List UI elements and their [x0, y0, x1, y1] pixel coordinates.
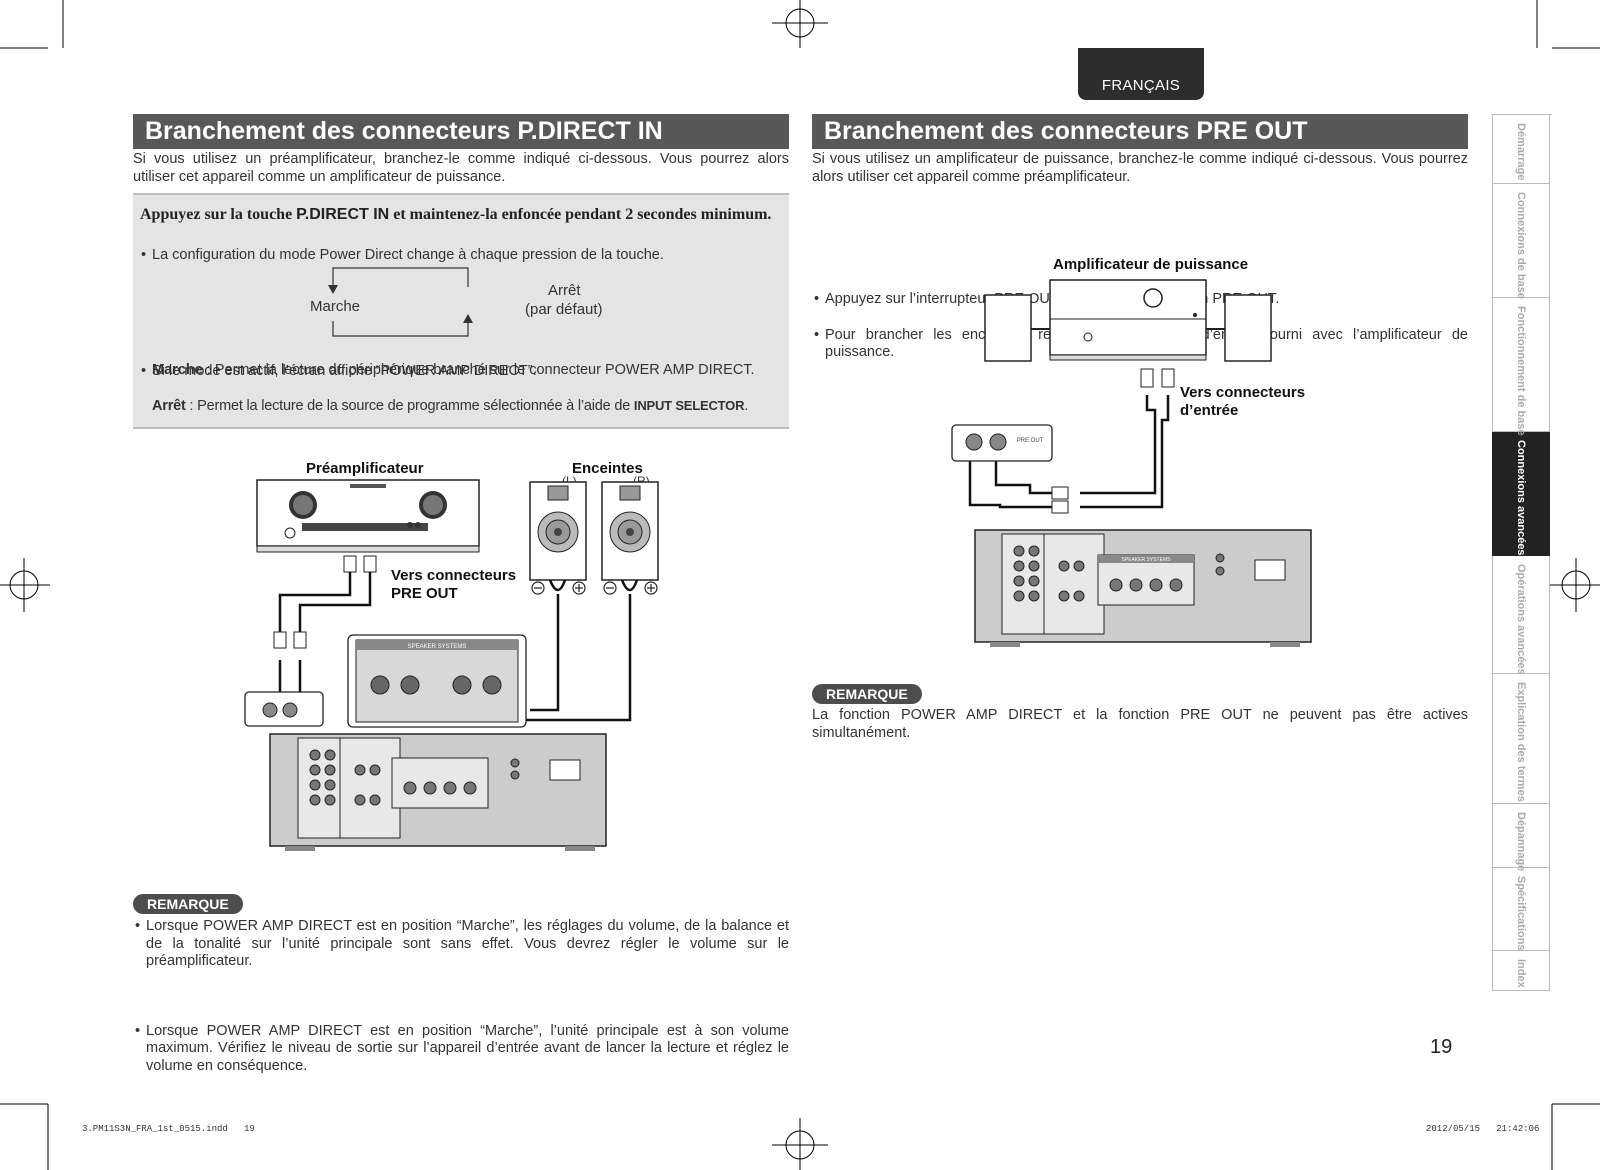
side-tab-connexions-de-base[interactable]: Connexions de base [1492, 184, 1550, 299]
off-key: INPUT SELECTOR [633, 398, 745, 413]
footer-timestamp: 2012/05/15 21:42:06 [1426, 1124, 1540, 1134]
pre-out-diagram: PRE OUT SPEAKER SYSTEMS [951, 279, 1312, 647]
left-note-2: Lorsque POWER AMP DIRECT est en position… [133, 1023, 789, 1076]
mode-cycle-diagram [328, 267, 473, 337]
side-tab-fonctionnement-de-base[interactable]: Fonctionnement de base [1492, 298, 1550, 436]
input-connectors-label-1: Vers connecteurs [1180, 384, 1306, 401]
off-description: Arrêt : Permet la lecture de la source d… [152, 397, 779, 416]
preamplifier-illustration [256, 479, 480, 553]
input-connectors-label-2: d’entrée [1180, 402, 1239, 419]
off-desc: : Permet la lecture de la source de prog… [185, 398, 634, 414]
page-number: 19 [1430, 1036, 1453, 1058]
footer-file-info: 3.PM11S3N_FRA_1st_0515.indd 19 [82, 1124, 255, 1134]
display-note: Si le mode est actif, l’écran affiche “P… [139, 363, 792, 381]
p-direct-in-diagram: SPEAKER SYSTEMS [244, 479, 659, 851]
cycle-on-label: Marche [310, 298, 361, 315]
pre-out-label-1: Vers connecteurs [391, 567, 517, 584]
instruction-part-1: Appuyez sur la touche [140, 206, 297, 223]
left-remarque: REMARQUE [133, 894, 243, 914]
left-note-1: Lorsque POWER AMP DIRECT est en position… [133, 918, 789, 971]
right-section-title: Branchement des connecteurs PRE OUT [812, 114, 1468, 149]
power-amp-label: Amplificateur de puissance [1053, 256, 1249, 273]
side-tab-operations-avancees[interactable]: Opérations avancées [1492, 556, 1550, 675]
right-remarque: REMARQUE [812, 684, 922, 704]
side-navigation: Démarrage Connexions de base Fonctionnem… [1492, 114, 1552, 991]
right-note: La fonction POWER AMP DIRECT et la fonct… [812, 707, 1468, 741]
cycle-default-label: (par défaut) [525, 301, 603, 318]
pre-out-jack-label: PRE OUT [1017, 438, 1044, 444]
left-section-title: Branchement des connecteurs P.DIRECT IN [133, 114, 789, 149]
side-tab-explication-des-termes[interactable]: Explication des termes [1492, 674, 1550, 804]
side-tab-index[interactable]: Index [1492, 951, 1550, 991]
side-tab-connexions-avancees[interactable]: Connexions avancées [1492, 432, 1550, 556]
instruction-key: P.DIRECT IN [296, 206, 390, 223]
on-description: Marche : Permet la lecture du périphériq… [152, 362, 779, 380]
side-tab-depannage[interactable]: Dépannage [1492, 804, 1550, 871]
speaker-left-illustration [529, 481, 587, 581]
on-desc: : Permet la lecture du périphérique bran… [202, 362, 755, 378]
cycle-off-label: Arrêt [548, 282, 581, 299]
instruction-part-2: et maintenez-la enfoncée pendant 2 secon… [389, 206, 772, 223]
left-remarque-label: REMARQUE [133, 894, 243, 914]
preamp-label: Préamplificateur [306, 460, 424, 477]
left-intro: Si vous utilisez un préamplificateur, br… [133, 151, 789, 185]
language-tab: FRANÇAIS [1078, 48, 1204, 100]
right-speaker-systems-label: SPEAKER SYSTEMS [1122, 557, 1172, 563]
right-remarque-label: REMARQUE [812, 684, 922, 704]
on-term: Marche [152, 362, 203, 378]
speaker-systems-label: SPEAKER SYSTEMS [408, 644, 467, 650]
pre-out-label-2: PRE OUT [391, 585, 458, 602]
off-end: . [744, 398, 749, 414]
side-tab-demarrage[interactable]: Démarrage [1492, 115, 1550, 184]
side-tab-specifications[interactable]: Spécifications [1492, 868, 1550, 951]
off-term: Arrêt [152, 398, 186, 414]
instruction-text: Appuyez sur la touche P.DIRECT IN et mai… [140, 205, 782, 225]
right-intro: Si vous utilisez un amplificateur de pui… [812, 151, 1468, 185]
speakers-label: Enceintes [572, 460, 643, 477]
instruction-box: Appuyez sur la touche P.DIRECT IN et mai… [133, 193, 789, 429]
speaker-right-illustration [601, 481, 659, 581]
mode-change-note: La configuration du mode Power Direct ch… [139, 247, 792, 265]
